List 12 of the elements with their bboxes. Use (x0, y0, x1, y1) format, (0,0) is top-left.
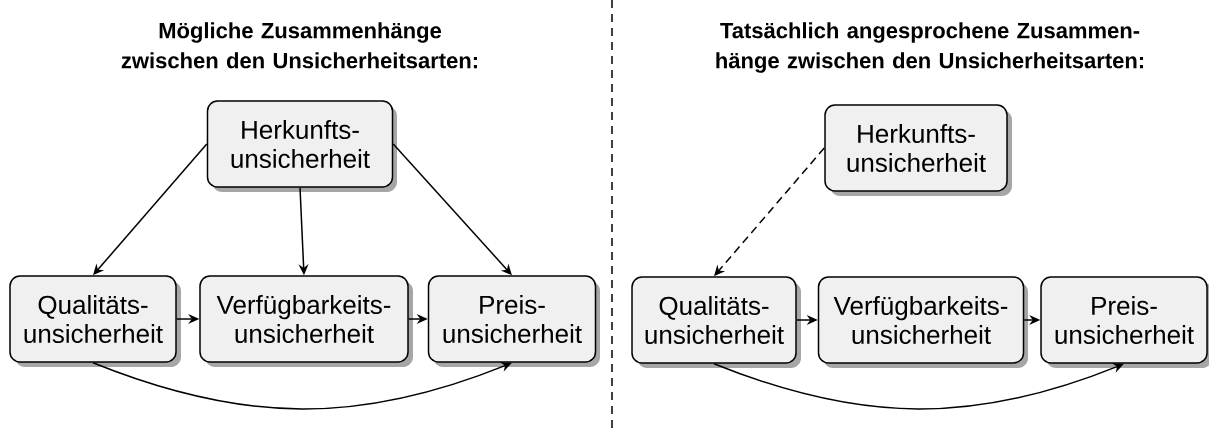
arrow (92, 362, 512, 410)
process-box: Qualitäts- unsicherheit (631, 276, 801, 368)
process-box: Verfügbarkeits- unsicherheit (199, 275, 413, 367)
process-box: Qualitäts- unsicherheit (9, 275, 181, 367)
arrow (713, 363, 1124, 410)
process-box: Herkunfts- unsicherheit (206, 100, 397, 192)
process-box: Preis- unsicherheit (1040, 276, 1209, 368)
process-box: Herkunfts- unsicherheit (824, 104, 1012, 196)
process-box: Verfügbarkeits- unsicherheit (817, 276, 1028, 368)
process-box: Preis- unsicherheit (427, 275, 600, 367)
heading: Mögliche Zusammenhänge zwischen den Unsicherheitsarten: (121, 22, 477, 69)
heading: Tatsächlich angesprochene Zusammen- hänge zwischen den Unsicherheitsarten: (716, 22, 1144, 73)
